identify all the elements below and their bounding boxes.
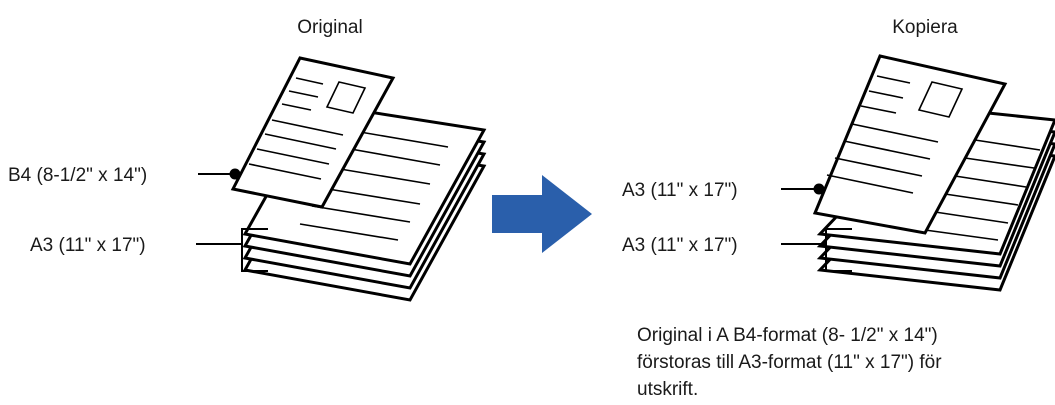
stack-bracket — [241, 228, 268, 272]
copy-top-sheet-label: A3 (11" x 17") — [622, 180, 738, 201]
top-sheet-text-lines — [248, 77, 344, 180]
caption-line: Original i A B4-format (8- 1/2" x 14") — [637, 325, 938, 346]
top-sheet-text-lines — [826, 75, 939, 194]
photo-placeholder-icon — [917, 81, 964, 118]
stack-text-lines — [924, 139, 1041, 241]
original-stack-label: A3 (11" x 17") — [30, 235, 146, 256]
original-title: Original — [297, 17, 362, 38]
original-top-sheet — [230, 56, 396, 209]
photo-placeholder-icon — [325, 81, 367, 114]
leader-dot — [813, 183, 825, 195]
arrow-right-icon — [492, 175, 592, 253]
caption-line: utskrift. — [637, 379, 698, 400]
copy-title: Kopiera — [892, 17, 958, 38]
leader-dot — [229, 168, 241, 180]
original-panel: Original — [8, 17, 487, 302]
original-top-sheet-label: B4 (8-1/2" x 14") — [8, 165, 147, 186]
copy-panel: Kopiera — [622, 17, 1055, 292]
copy-stack-label: A3 (11" x 17") — [622, 235, 738, 256]
stack-bracket — [825, 228, 852, 272]
caption: Original i A B4-format (8- 1/2" x 14") f… — [637, 325, 942, 400]
copy-top-sheet — [812, 54, 1008, 235]
stack-text-lines — [299, 131, 449, 241]
caption-line: förstoras till A3-format (11" x 17") för — [637, 352, 942, 373]
